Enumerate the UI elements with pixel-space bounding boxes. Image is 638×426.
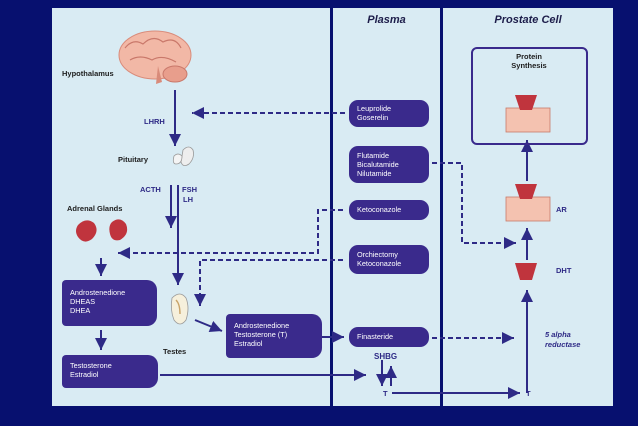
protein-synthesis-frame bbox=[471, 47, 588, 145]
fsh-label: FSH bbox=[182, 185, 197, 194]
protein-synthesis-label: Protein Synthesis bbox=[511, 52, 547, 70]
five-alpha-reductase-label: 5 alpha reductase bbox=[545, 330, 581, 349]
testosterone-estradiol-box: Testosterone Estradiol bbox=[62, 355, 158, 388]
brain-icon bbox=[118, 30, 192, 84]
pathway-arrows bbox=[95, 90, 533, 399]
testes-icon bbox=[170, 293, 189, 325]
adrenal-androgens-box: Androstenedione DHEAS DHEA bbox=[62, 280, 157, 326]
ar-receptor-icon bbox=[505, 184, 551, 222]
antiandrogens-box: Flutamide Bicalutamide Nilutamide bbox=[349, 146, 429, 183]
adrenal-glands-icon bbox=[76, 219, 128, 242]
pituitary-label: Pituitary bbox=[118, 155, 149, 164]
pituitary-icon bbox=[172, 146, 194, 166]
t-right-label: T bbox=[526, 389, 531, 398]
shbg-label: SHBG bbox=[374, 352, 398, 361]
adrenal-glands-label: Adrenal Glands bbox=[67, 204, 123, 213]
acth-label: ACTH bbox=[140, 185, 161, 194]
protein-synthesis-receptor-icon bbox=[505, 95, 551, 133]
dht-label: DHT bbox=[556, 266, 572, 275]
plasma-header: Plasma bbox=[367, 14, 406, 26]
inhibition-arrows bbox=[118, 107, 516, 344]
lhrh-label: LHRH bbox=[144, 117, 165, 126]
hypothalamus-label: Hypothalamus bbox=[62, 69, 114, 78]
finasteride-box: Finasteride bbox=[349, 327, 429, 347]
leuprolide-goserelin-box: Leuprolide Goserelin bbox=[349, 100, 429, 127]
testes-output-box: Androstenedione Testosterone (T) Estradi… bbox=[226, 314, 322, 358]
lh-label: LH bbox=[183, 195, 193, 204]
ketoconazole-box: Ketoconazole bbox=[349, 200, 429, 220]
dht-molecule-icon bbox=[515, 263, 537, 280]
ar-label: AR bbox=[556, 205, 567, 214]
prostate-cell-header: Prostate Cell bbox=[494, 14, 562, 26]
t-left-label: T bbox=[383, 389, 388, 398]
testes-label: Testes bbox=[163, 347, 187, 356]
orchiectomy-ketoconazole-box: Orchiectomy Ketoconazole bbox=[349, 245, 429, 274]
